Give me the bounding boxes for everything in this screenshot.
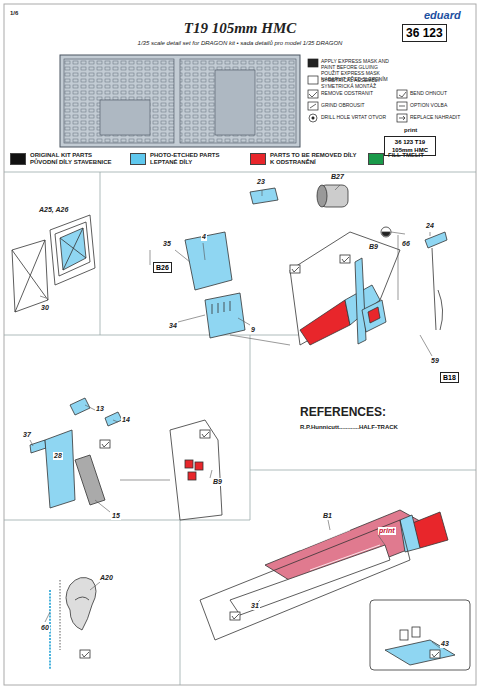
box-text: B18: [443, 373, 456, 382]
print-mark: print: [378, 527, 396, 535]
part-number: 13: [95, 405, 105, 413]
part-number: 60: [40, 624, 50, 632]
part-number: A25, A26: [38, 206, 69, 214]
reference-text: REFERENCES:: [300, 405, 386, 419]
legend-text: ORIGINAL KIT PARTS PŮVODNÍ DÍLY STAVEBNI…: [30, 152, 120, 166]
legend-text: PARTS TO BE REMOVED DÍLY K ODSTRANĚNÍ: [270, 152, 360, 166]
kit-part-box: B26: [153, 262, 172, 273]
part-number: 23: [256, 178, 266, 186]
part-number: B9: [212, 478, 223, 486]
legend-swatch: [368, 153, 384, 165]
legend-text: DRILL HOLE VRTAT OTVOR: [321, 114, 391, 120]
legend-text: REMOVE ODSTRANIT: [321, 90, 391, 96]
scale-note: 1/6: [10, 10, 18, 16]
part-number: 28: [53, 452, 63, 460]
brand-logo: eduard: [424, 9, 461, 21]
box-text: 36 123 T19 105mm HMC: [388, 138, 432, 154]
part-number: 31: [250, 602, 260, 610]
legend-swatch: [10, 153, 26, 165]
box-text: 36 123: [406, 26, 443, 40]
part-number: 4: [201, 233, 207, 241]
box-text: B26: [156, 263, 169, 272]
part-number: 35: [162, 240, 172, 248]
legend-text: OPTION VOLBA: [410, 102, 470, 108]
legend-swatch: [130, 153, 146, 165]
part-number: 14: [121, 416, 131, 424]
part-number: 34: [168, 322, 178, 330]
part-number: 30: [40, 304, 50, 312]
part-number: 59: [430, 357, 440, 365]
part-number: 15: [111, 512, 121, 520]
part-number: 24: [425, 222, 435, 230]
legend-text: FILL TMELIT: [388, 152, 468, 159]
part-number: 37: [22, 431, 32, 439]
reference-text: R.P.Hunnicutt............HALF-TRACK: [300, 424, 398, 430]
part-number: B1: [322, 512, 333, 520]
part-number: 43: [440, 640, 450, 648]
part-number: 66: [401, 240, 411, 248]
legend-text: SYMETRICAL ASSEMBLY SYMETRICKÁ MONTÁŽ: [321, 77, 391, 89]
legend-text: PHOTO-ETCHED PARTS LEPTANÉ DÍLY: [150, 152, 240, 166]
kit-part-box: B18: [440, 372, 459, 383]
part-number: B9: [368, 243, 379, 251]
part-number: B27: [330, 173, 345, 181]
legend-swatch: [250, 153, 266, 165]
set-number-box: 36 123: [402, 24, 447, 42]
print-mark: print: [404, 127, 417, 133]
legend-text: GRIND OBROUSIT: [321, 102, 391, 108]
legend-text: BEND OHNOUT: [410, 90, 470, 96]
legend-text: REPLACE NAHRADIT: [410, 114, 470, 120]
part-number: A20: [99, 574, 114, 582]
part-number: 9: [250, 326, 256, 334]
